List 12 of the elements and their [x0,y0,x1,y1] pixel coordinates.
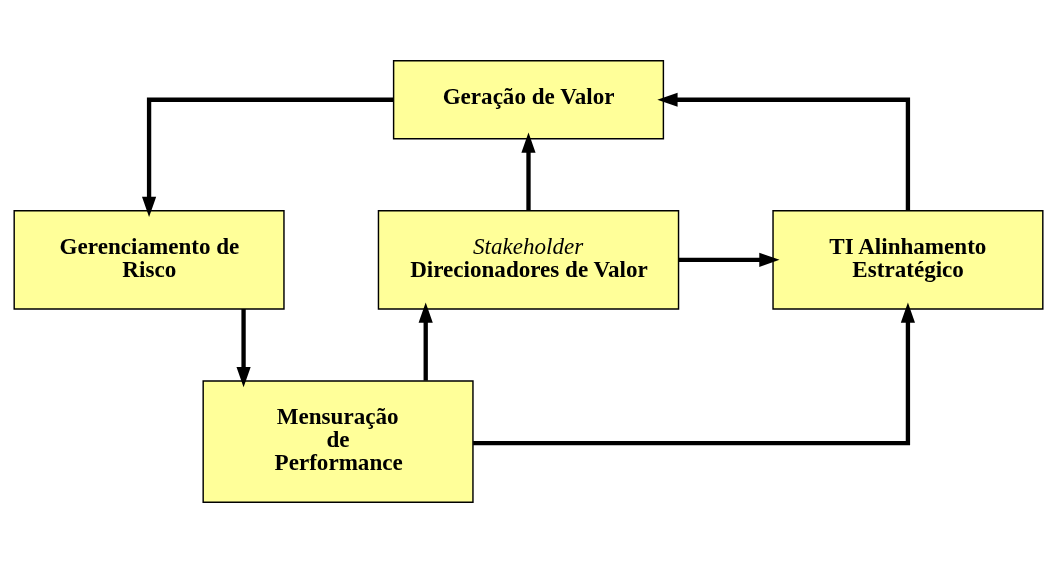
node-box: Geração de Valor [392,60,665,140]
arrow [657,92,911,211]
node-box: Gerenciamento de Risco [13,210,285,310]
node-box: Mensuração de Performance [202,380,474,503]
arrow [142,97,394,218]
arrow [679,252,780,267]
arrow [521,132,536,211]
arrow [418,302,433,381]
arrow [473,302,915,446]
node-box: Stakeholder Direcionadores de Valor [377,210,680,310]
arrow [236,309,251,388]
node-box: TI Alinhamento Estratégico [772,210,1044,310]
